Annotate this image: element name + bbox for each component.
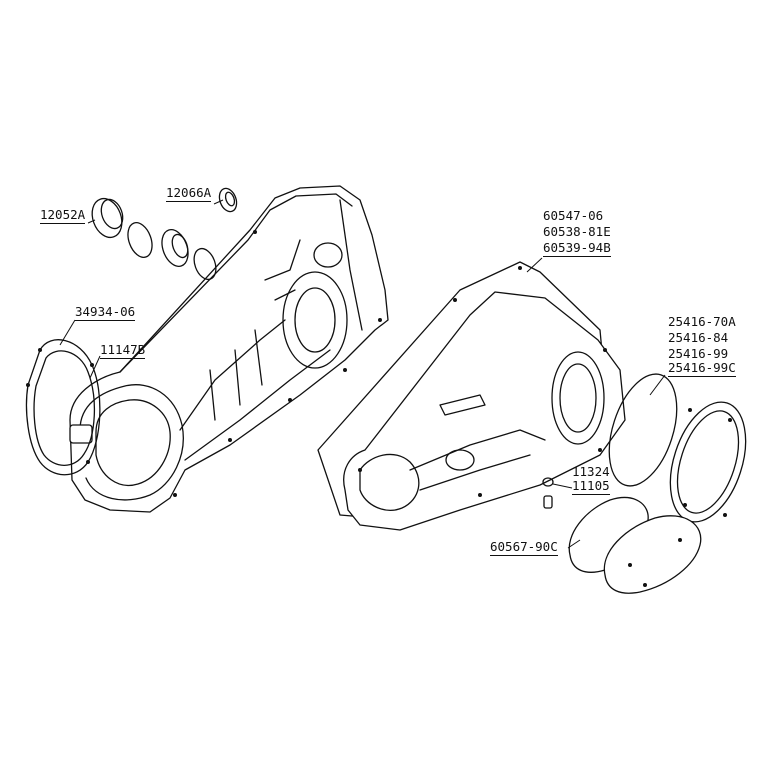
part-label-12066a: 12066A (166, 185, 212, 202)
outer-primary-cover (343, 266, 626, 531)
part-label-60567-90c: 60567-90C (490, 539, 558, 556)
part-label-60539-94b: 60539-94B (543, 240, 611, 257)
derby-cover (669, 401, 747, 523)
derby-gasket (608, 373, 678, 487)
inspection-cover (603, 515, 702, 594)
part-label-60547-06: 60547-06 (543, 208, 604, 223)
part-label-25416-70a: 25416-70A (668, 314, 736, 329)
part-label-11324: 11324 (572, 464, 610, 479)
part-label-11105: 11105 (572, 478, 610, 495)
part-label-11147b: 11147B (100, 342, 146, 359)
part-label-12052a: 12052A (40, 207, 86, 224)
part-label-25416-84: 25416-84 (668, 330, 729, 345)
inner-primary-housing (69, 185, 389, 513)
bearing-stack (91, 187, 238, 281)
part-label-34934-06: 34934-06 (75, 304, 136, 321)
leader-lines (59, 199, 666, 549)
part-label-25416-99c: 25416-99C (668, 360, 736, 377)
o-ring-and-plug (542, 477, 554, 509)
part-label-60538-81e: 60538-81E (543, 224, 611, 239)
gasket-34934-06 (25, 339, 101, 476)
part-label-25416-99: 25416-99 (668, 346, 729, 361)
